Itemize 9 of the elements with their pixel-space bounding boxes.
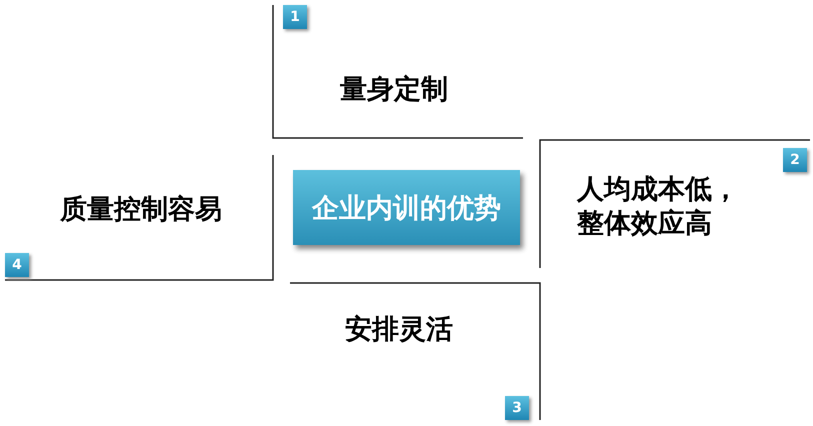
- number-badge: 4: [5, 253, 29, 277]
- number-badge: 2: [783, 148, 807, 172]
- advantage-text: 量身定制: [340, 73, 448, 107]
- advantage-text: 质量控制容易: [60, 193, 222, 227]
- number-badge: 3: [505, 396, 529, 420]
- number-badge: 1: [283, 5, 307, 29]
- advantage-text: 安排灵活: [345, 313, 453, 347]
- advantage-text: 人均成本低，整体效应高: [577, 173, 740, 241]
- title-box: 企业内训的优势: [293, 170, 520, 245]
